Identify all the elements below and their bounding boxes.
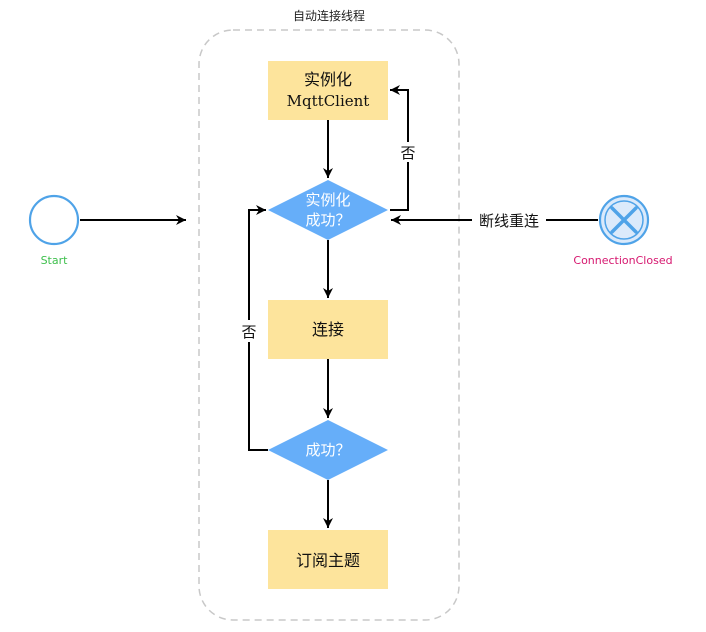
edge-label-no-connect: 否 — [241, 323, 256, 341]
start-label: Start — [41, 254, 69, 267]
connection-closed-label: ConnectionClosed — [573, 254, 672, 267]
task-subscribe-box — [268, 530, 388, 589]
edge-label-no-connect-bg — [240, 320, 258, 342]
start-event[interactable]: Start — [28, 194, 80, 267]
decision-instantiate-label-2: 成功？ — [305, 211, 350, 229]
pool-border — [198, 29, 460, 621]
task-subscribe[interactable]: 订阅主题 — [268, 530, 388, 589]
task-instantiate-client[interactable]: 实例化 MqttClient — [268, 61, 388, 120]
task-connect-box — [268, 300, 388, 359]
edge-label-reconnect-bg — [472, 210, 546, 230]
pool-lane: 自动连接线程 — [198, 8, 460, 621]
task-instantiate-label: 实例化 — [304, 70, 352, 89]
task-connect-label: 连接 — [312, 320, 344, 339]
decision-instantiate-diamond — [268, 180, 388, 240]
task-connect[interactable]: 连接 — [268, 300, 388, 359]
decision-connect-label: 成功？ — [305, 441, 350, 459]
edge-labels: 否 否 断线重连 — [240, 142, 546, 342]
task-instantiate-box — [268, 61, 388, 120]
start-circle-icon — [28, 194, 80, 246]
task-subscribe-label: 订阅主题 — [296, 551, 360, 570]
decision-connect-success[interactable]: 成功？ — [268, 420, 388, 480]
edge-label-reconnect: 断线重连 — [479, 212, 539, 230]
decision-instantiate-label-1: 实例化 — [305, 191, 350, 209]
edge-label-no-instantiate-bg — [399, 142, 417, 162]
connection-closed-inner-ring — [604, 200, 644, 240]
decision-connect-diamond — [268, 420, 388, 480]
decision-instantiate-success[interactable]: 实例化 成功？ — [268, 180, 388, 240]
cancel-x-icon — [610, 206, 638, 234]
connection-closed-event[interactable]: ConnectionClosed — [573, 194, 673, 267]
task-instantiate-sublabel: MqttClient — [287, 92, 370, 110]
edge-label-no-instantiate: 否 — [400, 144, 415, 162]
pool-title: 自动连接线程 — [293, 8, 365, 23]
